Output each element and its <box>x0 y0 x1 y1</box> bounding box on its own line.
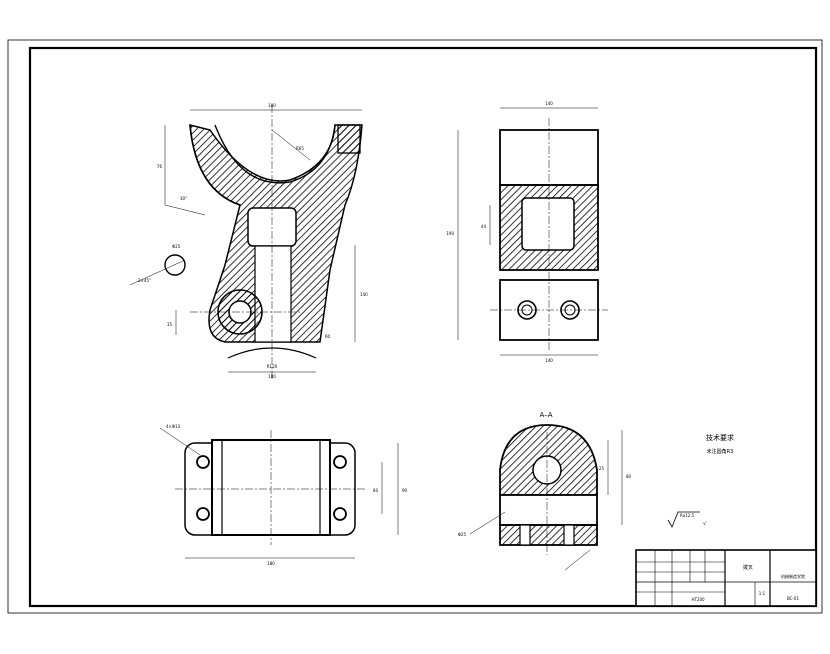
dim-front-height: 140 <box>360 292 368 297</box>
section-label: A–A <box>539 411 552 419</box>
section-slot-left <box>519 524 531 546</box>
roughness-general: Ra12.5 <box>680 513 695 518</box>
dim-front-top-height: 76 <box>157 164 163 169</box>
dim-side-height: 190 <box>446 231 454 236</box>
dim-section-hole: Φ25 <box>458 532 467 537</box>
title-block-frame <box>635 549 817 607</box>
side-view: 140 190 140 44 <box>446 101 608 363</box>
notes-line1: 未注圆角R3 <box>707 448 734 455</box>
top-hole-bl <box>196 507 210 521</box>
inner-border <box>28 46 818 608</box>
roughness-symbol: Ra12.5 √ <box>667 511 707 528</box>
front-right-tab <box>337 124 361 154</box>
dim-front-lower: 60 <box>325 334 331 339</box>
roughness-check-icon <box>667 511 700 528</box>
title-drawing-no: BC-01 <box>787 596 799 601</box>
front-fork-arc <box>214 124 336 184</box>
top-hole-tl <box>196 455 210 469</box>
dim-front-hole: Φ25 <box>172 244 181 249</box>
dim-section-base: 25 <box>599 466 605 471</box>
front-fork-left <box>189 124 241 206</box>
roughness-others: √ <box>703 521 707 527</box>
front-slot <box>254 245 292 343</box>
outer-border <box>7 39 823 614</box>
top-view: 180 90 60 4×Φ13 <box>159 424 408 566</box>
title-block: 拨叉 机械制造学院 HT200 1:1 BC-01 <box>635 549 817 607</box>
dim-side-inner: 44 <box>481 224 487 229</box>
title-part-name: 拨叉 <box>743 564 753 571</box>
dim-front-bore: R65 <box>296 146 304 151</box>
front-view: 180 76 R65 140 60 100 R120 30° Φ25 2×45°… <box>129 103 368 380</box>
title-company: 机械制造学院 <box>781 573 805 579</box>
title-scale: 1:1 <box>759 591 766 596</box>
section-leader-left <box>469 511 506 535</box>
section-base <box>499 494 598 526</box>
dim-front-bottom-width: 100 <box>268 374 276 379</box>
dim-front-top-width: 180 <box>268 103 276 108</box>
notes-title: 技术要求 <box>706 433 734 442</box>
section-leader-bottom <box>564 549 591 571</box>
dim-line-angle <box>164 204 206 216</box>
dim-top-hole: 4×Φ13 <box>166 424 181 429</box>
dim-front-chamfer: 2×45° <box>138 278 151 283</box>
dim-top-height: 90 <box>402 488 408 493</box>
technical-notes: 技术要求 未注圆角R3 <box>706 433 734 455</box>
top-hole-br <box>333 507 347 521</box>
dim-side-top-width: 140 <box>545 101 553 106</box>
title-material: HT200 <box>691 597 705 602</box>
dim-line-chamfer <box>129 259 186 286</box>
side-middle-window <box>521 197 575 251</box>
section-slot-right <box>563 524 575 546</box>
top-dim-leader <box>159 427 201 456</box>
dim-front-side: 35 <box>167 322 173 327</box>
dim-front-left-angle: 30° <box>180 196 187 201</box>
dim-line-radius <box>271 129 311 161</box>
top-hole-tr <box>333 455 347 469</box>
section-base-hatch <box>499 524 598 546</box>
dim-top-width: 180 <box>267 561 275 566</box>
dim-front-bottom-arc: R120 <box>267 364 278 369</box>
section-view: A–A 80 25 Φ25 <box>458 411 632 571</box>
dim-section-height: 80 <box>626 474 632 479</box>
dim-side-bottom-width: 140 <box>545 358 553 363</box>
detail-circle <box>164 254 186 276</box>
dim-top-inner: 60 <box>373 488 379 493</box>
